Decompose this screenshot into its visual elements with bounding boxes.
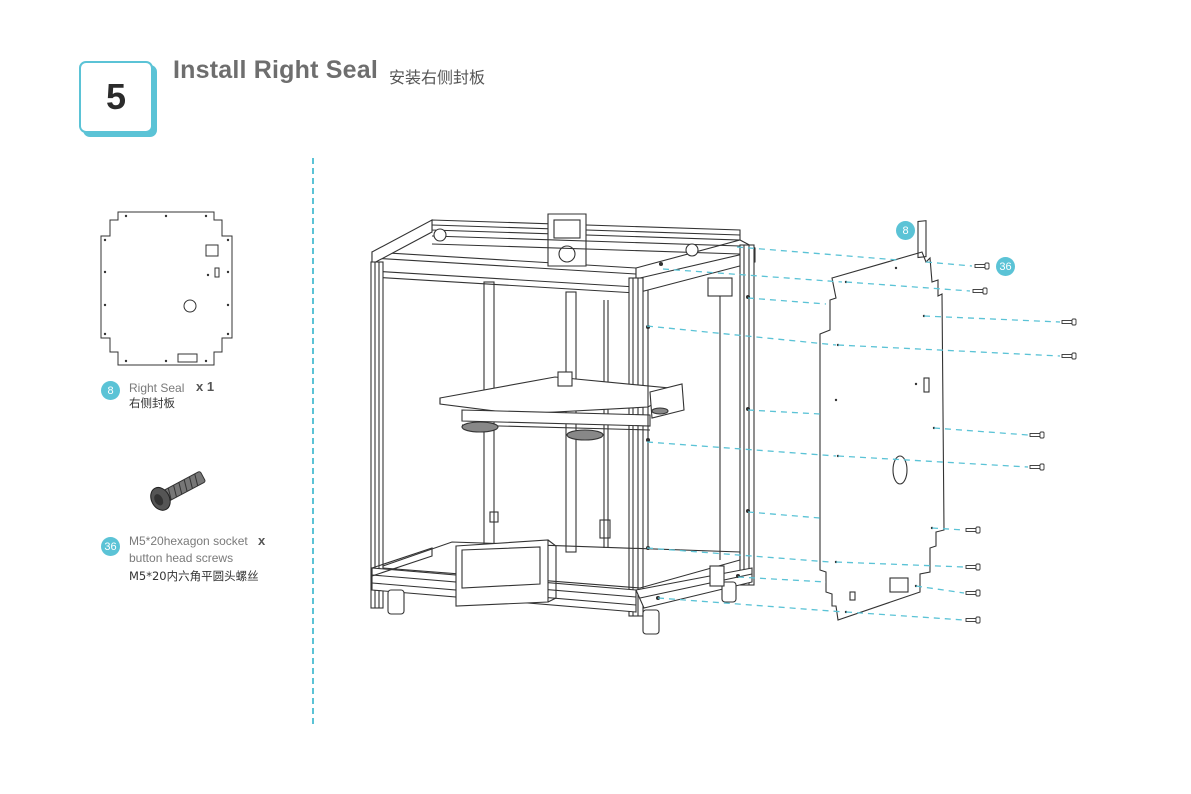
part-name-right-seal: Right Seal — [129, 381, 184, 396]
part-badge-screw: 36 — [101, 537, 120, 556]
part-name-cn-screw: M5*20内六角平圆头螺丝 — [129, 569, 259, 584]
printer-frame — [371, 214, 755, 634]
part-name-screw-line2: button head screws — [129, 551, 233, 566]
screw-thumbnail — [147, 466, 209, 514]
part-name-screw-line1: M5*20hexagon socket — [129, 534, 248, 549]
callout-badge-screws: 36 — [996, 257, 1015, 276]
page-subtitle-cn: 安装右侧封板 — [389, 64, 485, 88]
callout-badge-panel: 8 — [896, 221, 915, 240]
section-divider — [312, 158, 314, 724]
part-name-cn-right-seal: 右侧封板 — [129, 396, 175, 411]
page-title: Install Right Seal — [173, 56, 378, 85]
right-seal-panel-thumbnail — [101, 212, 232, 365]
part-qty-right-seal: x 1 — [196, 379, 214, 394]
part-badge-right-seal: 8 — [101, 381, 120, 400]
step-number-box: 5 — [79, 61, 153, 133]
part-qty-screw: x — [258, 533, 265, 548]
right-seal-panel — [820, 221, 944, 620]
step-number: 5 — [106, 76, 126, 118]
screws-exploded — [966, 263, 1076, 623]
alignment-dashes — [647, 247, 1060, 620]
